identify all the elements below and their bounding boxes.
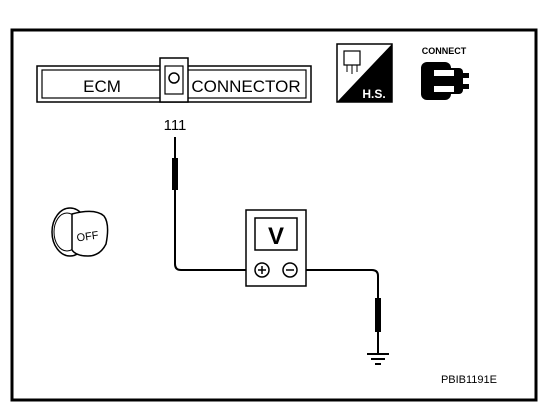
voltmeter-display-text: V [268,223,284,250]
figure-code: PBIB1191E [441,374,497,386]
connector-right-label: CONNECTOR [191,77,300,96]
diagram-frame [10,28,538,402]
ecm-connector: ECM CONNECTOR [36,57,312,103]
wire-negative [293,269,381,354]
harness-side-icon: H.S. [336,43,393,103]
wire-positive [172,137,258,271]
connect-text: CONNECT [422,46,467,56]
pin-number-label: 111 [164,117,187,134]
key-off-text: OFF [76,230,100,245]
voltmeter-icon: V [245,209,307,287]
harness-side-text: H.S. [362,87,385,101]
ignition-key-off-icon: OFF [51,207,109,257]
connect-icon: CONNECT [421,46,469,100]
ground-symbol-icon [367,353,389,365]
connector-left-label: ECM [83,77,121,96]
